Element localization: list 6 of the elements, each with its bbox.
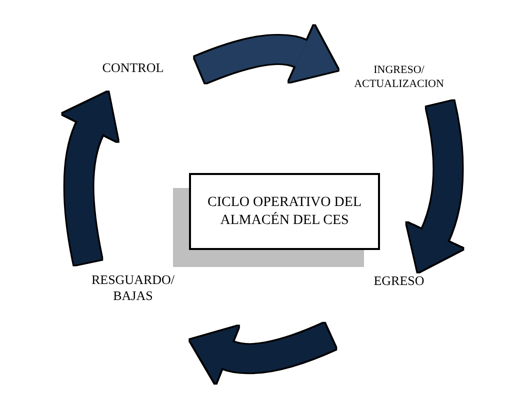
curved-arrow (194, 24, 340, 83)
step-label: INGRESO/ ACTUALIZACION (338, 64, 460, 92)
step-label: CONTROL (90, 60, 176, 76)
title-box: CICLO OPERATIVO DEL ALMACÉN DEL CES (189, 173, 380, 250)
step-label: RESGUARDO/ BAJAS (78, 272, 188, 304)
step-label: EGRESO (362, 273, 436, 290)
